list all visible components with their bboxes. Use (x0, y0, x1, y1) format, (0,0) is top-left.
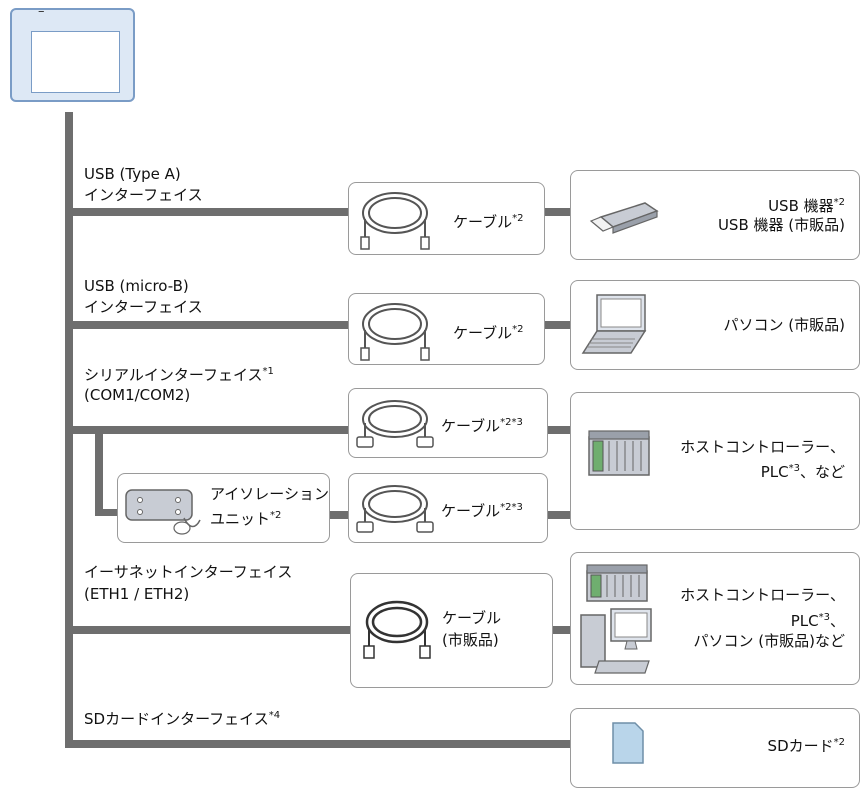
sd-device-label: SDカード*2 (768, 733, 845, 756)
cable-box-usb-a: ケーブル*2 (348, 182, 545, 255)
plc-icon (588, 430, 650, 476)
pc-device-label: パソコン (市販品) (723, 316, 845, 334)
usb-micro-label-1: USB (micro-B) (84, 277, 189, 295)
serial-branch-vertical (95, 430, 103, 516)
usb-device-label-1-sup: *2 (833, 197, 845, 208)
cable-serial-bottom-label: ケーブル*2*3 (441, 498, 523, 521)
usb-a-wire (65, 208, 348, 216)
serial-branch-horizontal (95, 509, 117, 516)
cable-usb-a-label: ケーブル*2 (453, 209, 523, 232)
serial-device-label-2: PLC*3、など (761, 459, 845, 482)
cable-serial-top-label: ケーブル*2*3 (441, 413, 523, 436)
serial-wire (65, 426, 348, 434)
sd-card-icon (612, 722, 644, 764)
cable-usb-micro-text: ケーブル (453, 324, 513, 342)
cable-box-usb-micro: ケーブル*2 (348, 293, 545, 365)
sd-device-sup: *2 (833, 737, 845, 748)
usb-device-label-2: USB 機器 (市販品) (717, 216, 845, 234)
ethernet-cable-icon (363, 600, 431, 659)
sd-label-sup: *4 (268, 710, 281, 721)
eth-device-sup: *3 (818, 612, 830, 623)
usb-device-label-1: USB 機器*2 (768, 193, 845, 216)
ethernet-label-2: (ETH1 / ETH2) (84, 585, 190, 603)
usb-micro-wire (65, 321, 348, 329)
device-box-serial: ホストコントローラー、 PLC*3、など (570, 392, 860, 530)
serial-cable-icon (356, 400, 434, 448)
cable-coil-icon (360, 303, 430, 361)
isolation-label-2: ユニット*2 (210, 506, 281, 529)
isolation-unit-icon (125, 489, 201, 535)
desktop-pc-icon (580, 608, 652, 674)
usb-micro-label-2: インターフェイス (84, 298, 203, 316)
eth-device-label-1: ホストコントローラー、 (680, 586, 845, 604)
plc-icon (586, 564, 648, 602)
sd-label: SDカードインターフェイス*4 (84, 706, 280, 729)
serial-device-sup: *3 (788, 463, 800, 474)
serial-label-text: シリアルインターフェイス (84, 366, 263, 384)
cable-usb-a-text: ケーブル (453, 213, 513, 231)
device-box-pc: パソコン (市販品) (570, 280, 860, 370)
serial-label-sup: *1 (262, 366, 274, 377)
isolation-label-sup: *2 (270, 510, 282, 521)
ethernet-label-1: イーサネットインターフェイス (84, 563, 293, 581)
cable-box-ethernet: ケーブル (市販品) (350, 573, 553, 688)
serial-cable-icon (356, 485, 434, 533)
isolation-label-2-text: ユニット (210, 510, 271, 528)
cable-ethernet-label-1: ケーブル (442, 609, 502, 627)
serial-label-1: シリアルインターフェイス*1 (84, 362, 274, 385)
isolation-wire (330, 511, 348, 519)
usb-device-label-1-text: USB 機器 (768, 197, 834, 215)
isolation-wire-2 (548, 511, 570, 519)
cable-box-serial-bottom: ケーブル*2*3 (348, 473, 548, 543)
device-screen (31, 31, 120, 93)
cable-serial-top-sup: *2*3 (500, 417, 523, 428)
cable-usb-micro-sup: *2 (512, 324, 524, 335)
cable-box-serial-top: ケーブル*2*3 (348, 388, 548, 458)
serial-wire-2 (548, 426, 570, 434)
cable-usb-a-sup: *2 (512, 213, 524, 224)
device-box-ethernet: ホストコントローラー、 PLC*3、 パソコン (市販品)など (570, 552, 860, 685)
cable-serial-top-text: ケーブル (441, 417, 501, 435)
isolation-unit-box: アイソレーション ユニット*2 (117, 473, 330, 543)
cable-coil-icon (360, 192, 430, 250)
sd-device-text: SDカード (767, 737, 834, 755)
usb-a-wire-2 (545, 208, 570, 216)
laptop-icon (581, 294, 647, 354)
usb-stick-icon (589, 202, 659, 234)
touch-panel-device: – (10, 4, 135, 102)
device-indicator: – (38, 4, 45, 19)
usb-micro-wire-2 (545, 321, 570, 329)
usb-a-label-2: インターフェイス (84, 186, 203, 204)
sd-label-text: SDカードインターフェイス (84, 710, 269, 728)
isolation-label-1: アイソレーション (210, 485, 329, 503)
serial-device-rest: 、など (799, 463, 845, 481)
device-box-usb: USB 機器*2 USB 機器 (市販品) (570, 170, 860, 260)
serial-device-label-1: ホストコントローラー、 (680, 438, 845, 456)
eth-device-plc: PLC (790, 612, 819, 630)
cable-ethernet-label-2: (市販品) (442, 631, 499, 649)
ethernet-wire-2 (553, 626, 570, 634)
cable-usb-micro-label: ケーブル*2 (453, 320, 523, 343)
eth-device-label-2: PLC*3、 (791, 608, 845, 631)
device-box-sd: SDカード*2 (570, 708, 860, 788)
connection-diagram: – USB (Type A) インターフェイス USB (micro-B) イン… (10, 4, 860, 788)
eth-device-rest: 、 (829, 612, 845, 630)
usb-a-label-1: USB (Type A) (84, 165, 181, 183)
sd-wire (65, 740, 570, 748)
cable-serial-bottom-sup: *2*3 (500, 502, 523, 513)
cable-serial-bottom-text: ケーブル (441, 502, 501, 520)
eth-device-label-3: パソコン (市販品)など (693, 632, 845, 650)
serial-label-2: (COM1/COM2) (84, 386, 191, 404)
ethernet-wire (65, 626, 350, 634)
serial-device-plc: PLC (760, 463, 789, 481)
